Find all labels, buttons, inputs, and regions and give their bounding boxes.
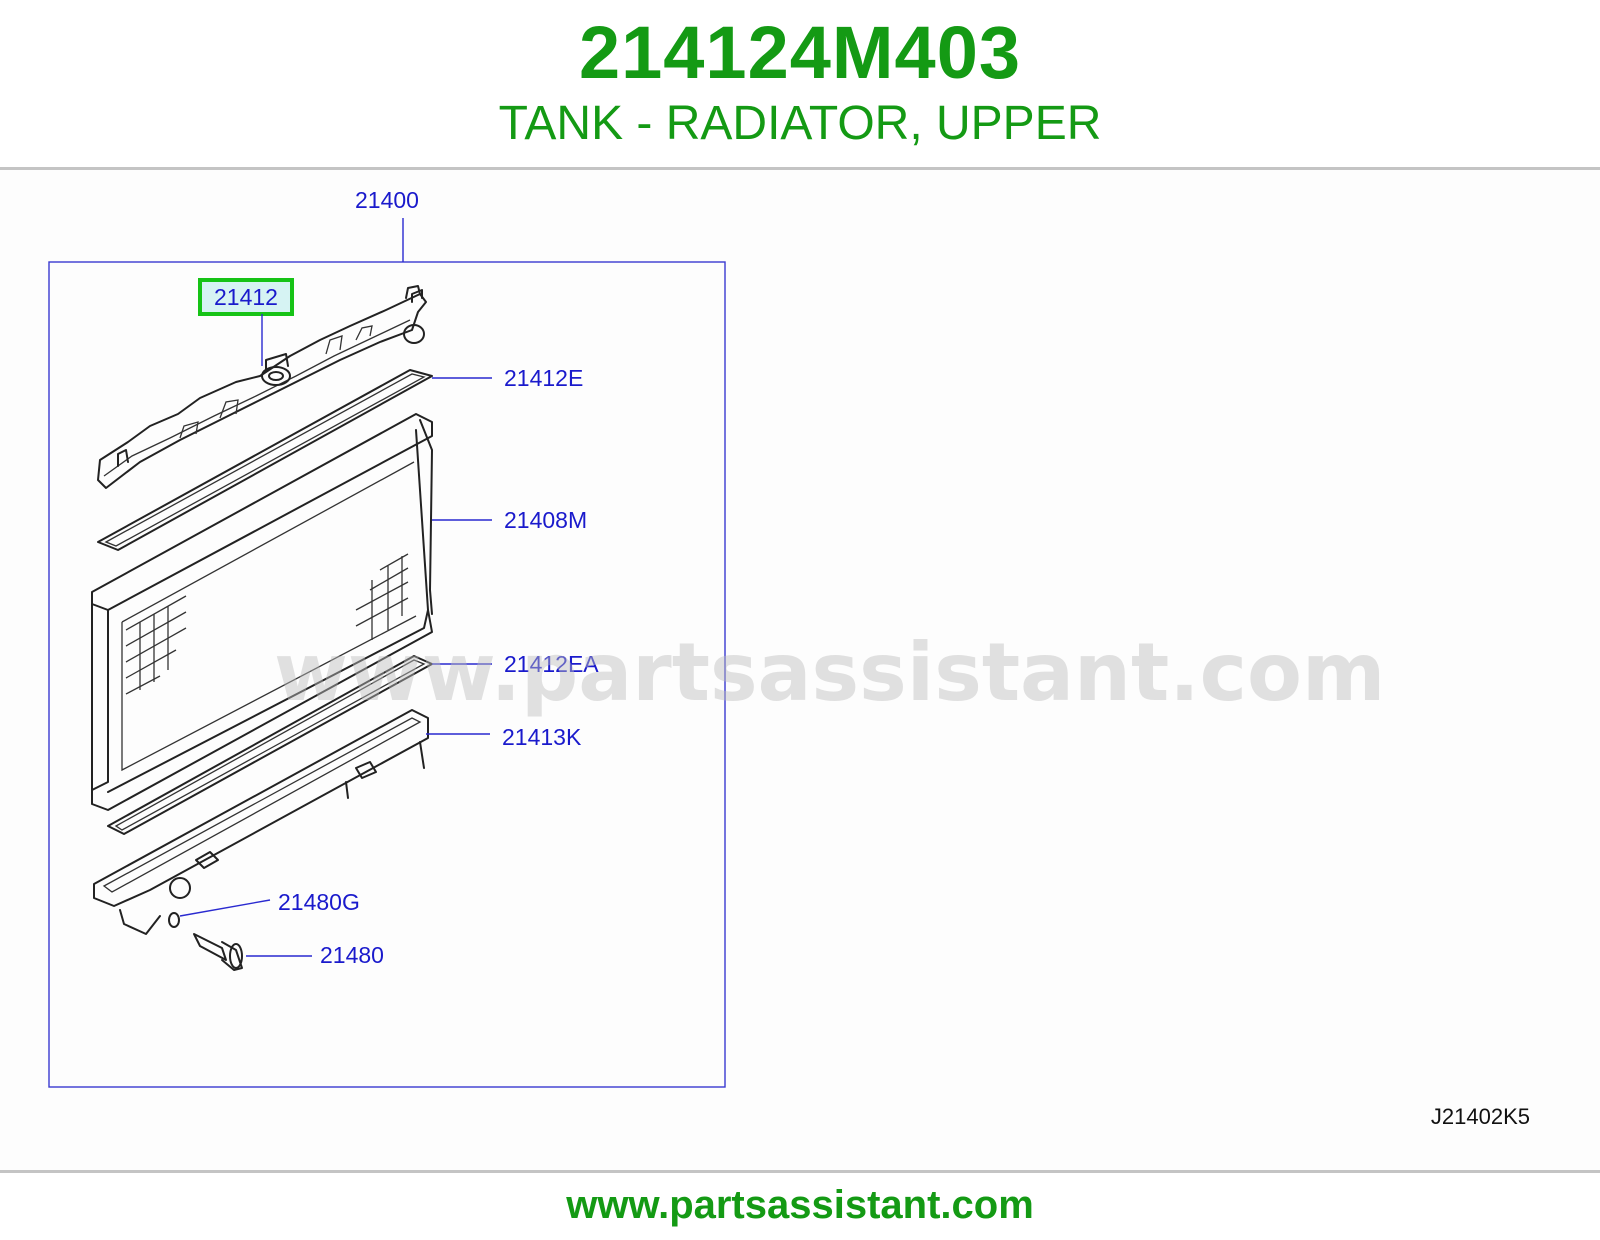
highlighted-part-label[interactable]: 21412 bbox=[214, 284, 278, 310]
illustration-code: J21402K5 bbox=[1431, 1104, 1530, 1129]
lower-tank-drawing bbox=[93, 709, 429, 935]
page-header: 214124M403 TANK - RADIATOR, UPPER bbox=[0, 0, 1600, 168]
footer-website-link[interactable]: www.partsassistant.com bbox=[566, 1183, 1034, 1227]
callout-drain-cock[interactable]: 21480 bbox=[320, 942, 384, 968]
callout-upper-tank-seal[interactable]: 21412E bbox=[504, 365, 583, 391]
upper-tank-drawing bbox=[97, 285, 427, 489]
assembly-label[interactable]: 21400 bbox=[355, 187, 419, 213]
callout-lower-tank-seal[interactable]: 21412EA bbox=[504, 651, 599, 677]
header-divider bbox=[0, 167, 1600, 170]
part-number-title: 214124M403 bbox=[578, 11, 1022, 94]
parts-diagram: 21400 21412 21412E bbox=[0, 170, 1600, 1170]
callout-lower-tank[interactable]: 21413K bbox=[502, 724, 582, 750]
radiator-core-drawing bbox=[91, 413, 433, 811]
assembly-frame bbox=[48, 261, 726, 1088]
exploded-view-svg: 21400 21412 21412E bbox=[48, 187, 1530, 1129]
callout-leader-drain-cock-seal bbox=[179, 899, 271, 917]
highlighted-part-box bbox=[198, 278, 294, 316]
part-name-subtitle: TANK - RADIATOR, UPPER bbox=[498, 97, 1102, 150]
footer-divider bbox=[0, 1170, 1600, 1173]
upper-seal-drawing bbox=[97, 369, 433, 551]
watermark-text: www.partsassistant.com bbox=[274, 626, 1385, 719]
drain-cock-seal-drawing bbox=[168, 912, 180, 928]
drain-cock-drawing bbox=[193, 933, 243, 971]
callout-drain-cock-seal[interactable]: 21480G bbox=[278, 889, 360, 915]
callout-radiator-core[interactable]: 21408M bbox=[504, 507, 587, 533]
